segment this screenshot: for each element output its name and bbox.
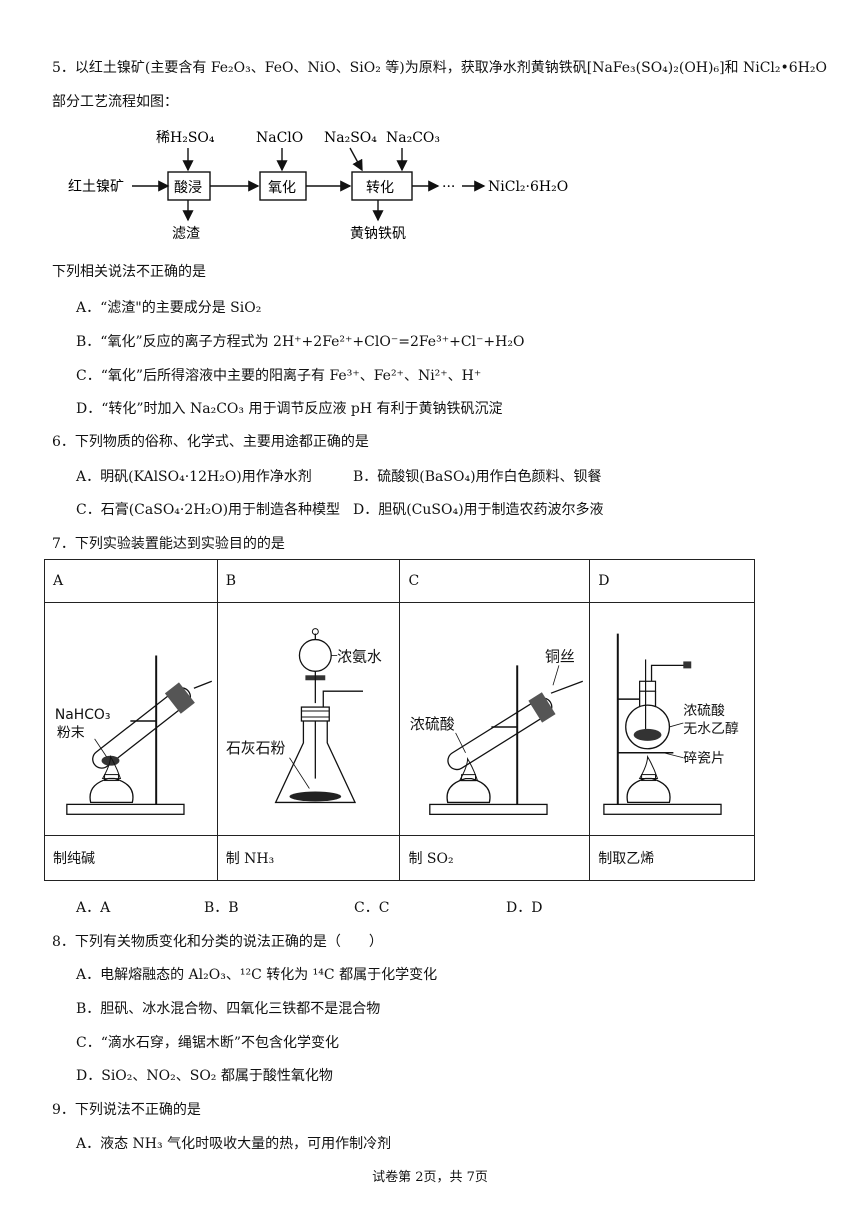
flow-byproduct1: 滤渣 xyxy=(172,226,200,242)
caption-c: 制 SO₂ xyxy=(399,835,591,881)
q8-option-a: A．电解熔融态的 Al₂O₃、¹²C 转化为 ¹⁴C 都属于化学变化 xyxy=(76,967,438,983)
q7-option-a: A．A xyxy=(76,900,111,916)
apparatus-c-cell: 铜丝 浓硫酸 xyxy=(399,602,591,836)
q5-option-c: C．“氧化”后所得溶液中主要的阳离子有 Fe³⁺、Fe²⁺、Ni²⁺、H⁺ xyxy=(76,368,482,384)
header-b: B xyxy=(216,559,401,603)
apparatus-table: A B C D xyxy=(44,559,755,881)
q5-option-d: D．“转化”时加入 Na₂CO₃ 用于调节反应液 pH 有利于黄钠铁矾沉淀 xyxy=(76,401,503,417)
caption-d: 制取乙烯 xyxy=(589,835,755,881)
q6-stem: 6．下列物质的俗称、化学式、主要用途都正确的是 xyxy=(52,434,369,450)
q9-stem: 9．下列说法不正确的是 xyxy=(52,1102,201,1118)
q5-stem-line1: 5．以红土镍矿(主要含有 Fe₂O₃、FeO、NiO、SiO₂ 等)为原料，获取… xyxy=(52,60,827,76)
q8-option-c: C．“滴水石穿，绳锯木断”不包含化学变化 xyxy=(76,1035,340,1051)
q6-option-a: A．明矾(KAlSO₄·12H₂O)用作净水剂 xyxy=(76,469,312,485)
flow-step3: 转化 xyxy=(366,180,394,196)
q9-option-a: A．液态 NH₃ 气化时吸收大量的热，可用作制冷剂 xyxy=(76,1136,392,1152)
q7-option-b: B．B xyxy=(204,900,239,916)
flow-reagent4: Na₂CO₃ xyxy=(386,130,440,146)
q8-stem: 8．下列有关物质变化和分类的说法正确的是（ ） xyxy=(52,934,383,950)
header-c: C xyxy=(399,559,591,603)
flow-reagent1: 稀H₂SO₄ xyxy=(156,130,215,146)
apparatus-d-cell: 浓硫酸 无水乙醇 碎瓷片 xyxy=(589,602,755,836)
q5-option-b: B．“氧化”反应的离子方程式为 2H⁺+2Fe²⁺+ClO⁻=2Fe³⁺+Cl⁻… xyxy=(76,334,525,350)
q7-option-d: D．D xyxy=(506,900,543,916)
header-a: A xyxy=(44,559,218,603)
flow-step1: 酸浸 xyxy=(174,180,202,196)
q7-stem: 7．下列实验装置能达到实验目的的是 xyxy=(52,536,285,552)
label-a2: 粉末 xyxy=(57,725,85,741)
apparatus-a-drawing: NaHCO₃ 粉末 xyxy=(55,655,213,815)
flow-input: 红土镍矿 xyxy=(68,179,124,195)
apparatus-a-cell: NaHCO₃ 粉末 xyxy=(44,602,218,836)
q6-option-d: D．胆矾(CuSO₄)用于制造农药波尔多液 xyxy=(353,502,604,518)
header-d: D xyxy=(589,559,755,603)
label-d1: 浓硫酸 xyxy=(684,703,726,719)
label-d3: 碎瓷片 xyxy=(684,751,726,767)
flow-reagent2: NaClO xyxy=(256,130,303,146)
flow-reagent3: Na₂SO₄ xyxy=(324,130,377,146)
flow-output: NiCl₂·6H₂O xyxy=(488,179,568,195)
flow-dots: ··· xyxy=(442,179,455,195)
label-c1: 铜丝 xyxy=(546,647,576,665)
q6-option-b: B．硫酸钡(BaSO₄)用作白色颜料、钡餐 xyxy=(353,469,602,485)
label-d2: 无水乙醇 xyxy=(684,720,740,737)
q6-option-c: C．石膏(CaSO₄·2H₂O)用于制造各种模型 xyxy=(76,502,341,518)
caption-b: 制 NH₃ xyxy=(216,835,401,881)
label-c2: 浓硫酸 xyxy=(410,715,455,733)
apparatus-c-drawing: 铜丝 浓硫酸 xyxy=(410,647,584,816)
q5-stem-line2: 部分工艺流程如图： xyxy=(52,94,178,110)
q8-option-b: B．胆矾、冰水混合物、四氧化三铁都不是混合物 xyxy=(76,1001,381,1017)
q7-option-c: C．C xyxy=(354,900,390,916)
apparatus-b-cell: 浓氨水 石灰石粉 xyxy=(216,602,401,836)
label-a1: NaHCO₃ xyxy=(55,707,110,723)
q8-option-d: D．SiO₂、NO₂、SO₂ 都属于酸性氧化物 xyxy=(76,1068,333,1084)
flow-byproduct3: 黄钠铁矾 xyxy=(350,225,406,242)
process-flow-diagram: 红土镍矿 稀H₂SO₄ 酸浸 滤渣 NaClO 氧化 Na₂SO₄ Na₂CO₃… xyxy=(52,118,612,248)
apparatus-d-drawing: 浓硫酸 无水乙醇 碎瓷片 xyxy=(603,633,740,815)
q5-question: 下列相关说法不正确的是 xyxy=(52,264,206,280)
apparatus-b-drawing: 浓氨水 石灰石粉 xyxy=(226,628,382,804)
label-b1: 浓氨水 xyxy=(337,647,382,665)
label-b2: 石灰石粉 xyxy=(226,739,286,757)
flow-step2: 氧化 xyxy=(268,180,296,196)
page-footer: 试卷第 2页，共 7页 xyxy=(372,1170,488,1185)
q5-option-a: A．“滤渣"的主要成分是 SiO₂ xyxy=(76,300,262,316)
caption-a: 制纯碱 xyxy=(44,835,218,881)
